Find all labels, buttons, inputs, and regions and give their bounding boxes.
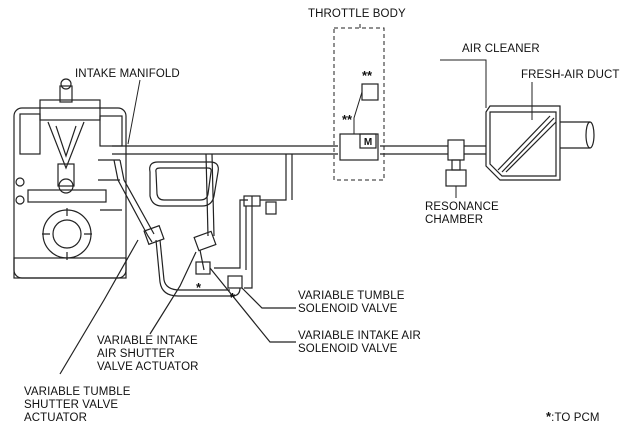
resonance-chamber-label: RESONANCE CHAMBER [425,201,499,226]
variable-intake-air-shutter-valve-actuator [149,230,217,335]
throttle-body-label: THROTTLE BODY [308,8,406,20]
resonance-chamber [445,139,467,187]
variable-tumble-solenoid-valve [227,275,296,309]
pcm-marker-throttle-top: ** [362,68,373,83]
legend-text: :TO PCM [551,412,600,424]
air-cleaner-label: AIR CLEANER [462,43,540,55]
intake-manifold-label: INTAKE MANIFOLD [75,68,180,80]
variable-tumble-shutter-valve-actuator [59,224,165,375]
variable-tumble-solenoid-valve-label: VARIABLE TUMBLE SOLENOID VALVE [298,290,405,315]
vacuum-hoses [113,153,293,297]
variable-intake-air-solenoid-valve [195,261,296,343]
engine [13,78,127,279]
fresh-air-duct [560,121,595,149]
variable-intake-air-shutter-valve-actuator-label: VARIABLE INTAKE AIR SHUTTER VALVE ACTUAT… [97,335,199,373]
air-cleaner [485,105,561,181]
leader-lines [127,24,533,198]
vacuum-hose-loop [149,161,219,207]
pcm-marker-throttle-motor: ** [342,112,353,127]
pcm-marker-intake-air-solenoid: * [196,280,202,295]
motor-symbol: M [364,137,372,148]
throttle-body: M [333,27,385,181]
legend-symbol: * [546,409,552,424]
variable-intake-air-solenoid-valve-label: VARIABLE INTAKE AIR SOLENOID VALVE [298,330,421,355]
legend: *:TO PCM [546,410,600,425]
fresh-air-duct-label: FRESH-AIR DUCT [521,69,620,81]
variable-tumble-shutter-valve-actuator-label: VARIABLE TUMBLE SHUTTER VALVE ACTUATOR [24,386,131,424]
intake-air-path [112,145,486,155]
pcm-marker-tumble-solenoid: * [230,290,236,305]
hose-connector [243,195,277,215]
